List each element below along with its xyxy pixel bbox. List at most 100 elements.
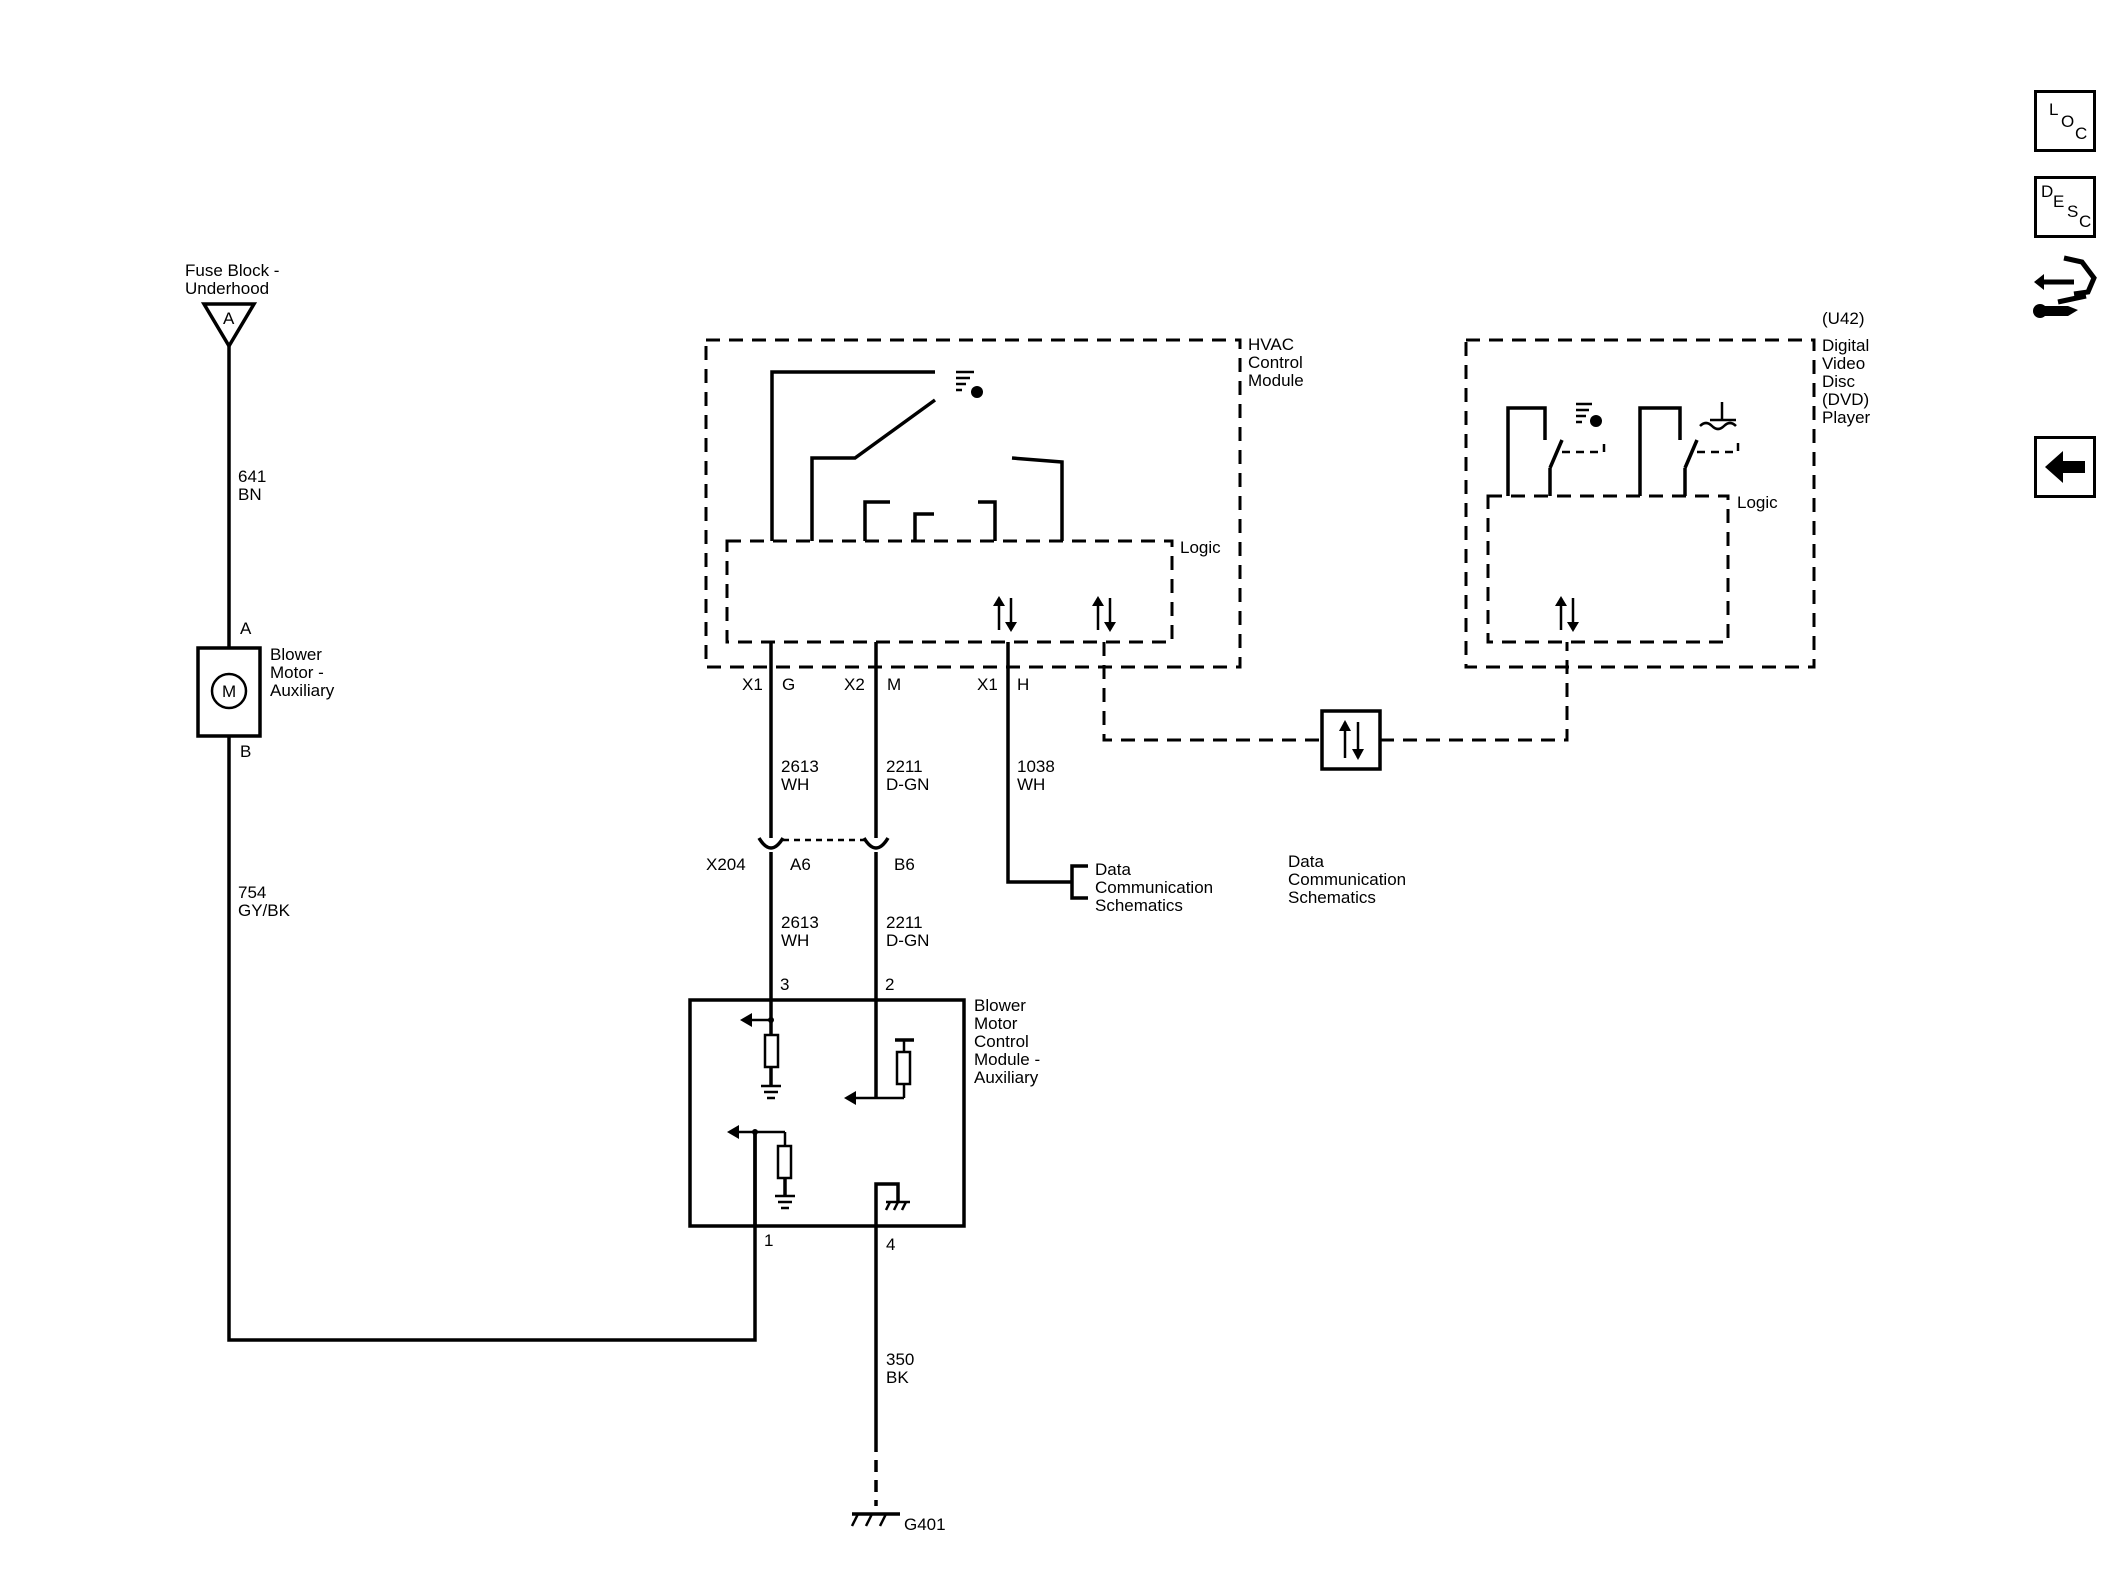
bmcm-pin1-ground-icon — [775, 1194, 795, 1210]
back-button[interactable] — [2034, 436, 2096, 498]
bmcm-pin2-arrow-icon — [844, 1091, 856, 1105]
dvd-switch-2 — [1638, 406, 1699, 496]
blower-motor-label-3: Auxiliary — [270, 681, 335, 700]
dvd-switch-2-link — [1697, 440, 1740, 454]
blower-motor-pin-b: B — [240, 742, 251, 761]
hvac-logic-box — [725, 539, 1174, 644]
fuse-block-label-2: Underhood — [185, 279, 269, 298]
dvd-player-module: Logic (U42) Digital Video Disc (DVD) Pla… — [1464, 309, 1871, 669]
bmcm-label-4: Module - — [974, 1050, 1040, 1069]
bmcm-pin-2: 2 — [885, 975, 894, 994]
bmcm-label-5: Auxiliary — [974, 1068, 1039, 1087]
pin-x1-g: G — [782, 675, 795, 694]
bmcm-chassis-ground-icon — [884, 1200, 910, 1211]
serial-data-link-dvd — [1380, 642, 1569, 742]
pin-x2-m: M — [887, 675, 901, 694]
motor-icon — [210, 672, 248, 710]
x204-pin-b6: B6 — [894, 855, 915, 874]
dvd-fan-speed-icon — [1576, 402, 1602, 427]
data-comm-ref2-line2[interactable]: Communication — [1288, 870, 1406, 889]
loc-letter-o: O — [2061, 112, 2075, 131]
wire-350-color: BK — [886, 1368, 909, 1387]
dvd-label-4: (DVD) — [1822, 390, 1869, 409]
data-communication-ref-2[interactable]: Data Communication Schematics — [1288, 852, 1406, 907]
dvd-rpo-code: (U42) — [1822, 309, 1865, 328]
loc-letter-l: L — [2049, 100, 2059, 119]
blower-motor-pin-a: A — [240, 619, 252, 638]
blower-motor-label-2: Motor - — [270, 663, 324, 682]
bmcm-pin3-arrow-icon — [740, 1013, 752, 1027]
data-comm-ref2-line1[interactable]: Data — [1288, 852, 1324, 871]
ground-g401: G401 — [850, 1512, 946, 1534]
connector-end-view-icon[interactable] — [2030, 252, 2100, 328]
hvac-data-arrows-icon-2 — [1092, 596, 1116, 632]
fuse-block-terminal: A — [223, 309, 235, 328]
wire-2211-upper-color: D-GN — [886, 775, 929, 794]
data-communication-ref-1[interactable]: Data Communication Schematics — [1070, 860, 1213, 915]
pin-x1-h: H — [1017, 675, 1029, 694]
hvac-label-1: HVAC — [1248, 335, 1294, 354]
blower-fan-speed-icon — [956, 370, 983, 398]
fuse-block-triangle — [200, 302, 258, 350]
connector-x204: X204 A6 B6 — [706, 837, 915, 874]
bmcm-pin3-resistor-icon — [763, 1033, 780, 1069]
wire-754-circuit: 754 — [238, 883, 266, 902]
x204-pin-b6-cup — [862, 837, 890, 850]
serial-data-link — [1102, 642, 1322, 742]
hvac-switch-trace-5 — [978, 500, 997, 541]
left-arrow-icon — [2045, 451, 2085, 483]
location-button[interactable]: L O C — [2034, 90, 2096, 152]
blower-motor-label-1: Blower — [270, 645, 322, 664]
wire-350-circuit: 350 — [886, 1350, 914, 1369]
dvd-label-1: Digital — [1822, 336, 1869, 355]
hvac-label-3: Module — [1248, 371, 1304, 390]
hvac-switch-trace-1 — [770, 370, 935, 541]
bmcm-pin-3: 3 — [780, 975, 789, 994]
bmcm-pin4-trace — [874, 1182, 900, 1226]
hvac-switch-trace-3 — [863, 500, 890, 541]
hvac-control-module: Logic HVAC Control Module — [704, 335, 1304, 669]
dvd-module-outline — [1464, 338, 1816, 669]
wire-2211-lower-color: D-GN — [886, 931, 929, 950]
wire-2613-upper-color: WH — [781, 775, 809, 794]
hvac-module-outline — [704, 338, 1242, 669]
data-comm-ref2-line3[interactable]: Schematics — [1288, 888, 1376, 907]
wire-1038 — [1006, 642, 1072, 884]
ground-g401-label: G401 — [904, 1515, 946, 1534]
description-button[interactable]: D E S C — [2034, 176, 2096, 238]
wire-2211-lower-circuit: 2211 — [886, 913, 923, 932]
desc-letter-s: S — [2067, 202, 2079, 221]
wire-2613-upper-circuit: 2613 — [781, 757, 819, 776]
bmcm-pin1-resistor-icon — [776, 1144, 793, 1180]
bmcm-label-3: Control — [974, 1032, 1029, 1051]
hvac-switch-trace-2 — [810, 398, 937, 541]
dvd-switch-1 — [1506, 406, 1564, 496]
wire-2211-upper-circuit: 2211 — [886, 757, 923, 776]
dvd-data-arrows-icon — [1555, 596, 1579, 632]
fuse-block-label-1: Fuse Block - — [185, 261, 279, 280]
hvac-logic-label: Logic — [1180, 538, 1221, 557]
wire-1038-circuit: 1038 — [1017, 757, 1055, 776]
bmcm-outline — [688, 998, 966, 1228]
dvd-switch-1-link — [1562, 440, 1606, 454]
desc-letter-e: E — [2053, 192, 2065, 211]
wire-754 — [227, 736, 757, 1342]
bmcm-pin-4: 4 — [886, 1235, 895, 1254]
data-comm-ref1-line3[interactable]: Schematics — [1095, 896, 1183, 915]
bmcm-pin-1: 1 — [764, 1231, 773, 1250]
hvac-label-2: Control — [1248, 353, 1303, 372]
blower-motor-control-module: 3 2 1 4 Blower Motor Control Module - Au… — [688, 975, 1040, 1254]
hvac-data-arrows-icon-1 — [993, 596, 1017, 632]
pin-x1-h-connector: X1 — [977, 675, 998, 694]
pin-x2-m-connector: X2 — [844, 675, 865, 694]
bmcm-pin2-resistor-icon — [895, 1050, 912, 1086]
bmcm-label-1: Blower — [974, 996, 1026, 1015]
data-comm-ref1-line1[interactable]: Data — [1095, 860, 1131, 879]
wire-2613-lower-color: WH — [781, 931, 809, 950]
x204-pin-a6: A6 — [790, 855, 811, 874]
dvd-label-2: Video — [1822, 354, 1865, 373]
wire-754-color: GY/BK — [238, 901, 291, 920]
hvac-switch-trace-4 — [913, 512, 934, 541]
data-comm-ref1-line2[interactable]: Communication — [1095, 878, 1213, 897]
